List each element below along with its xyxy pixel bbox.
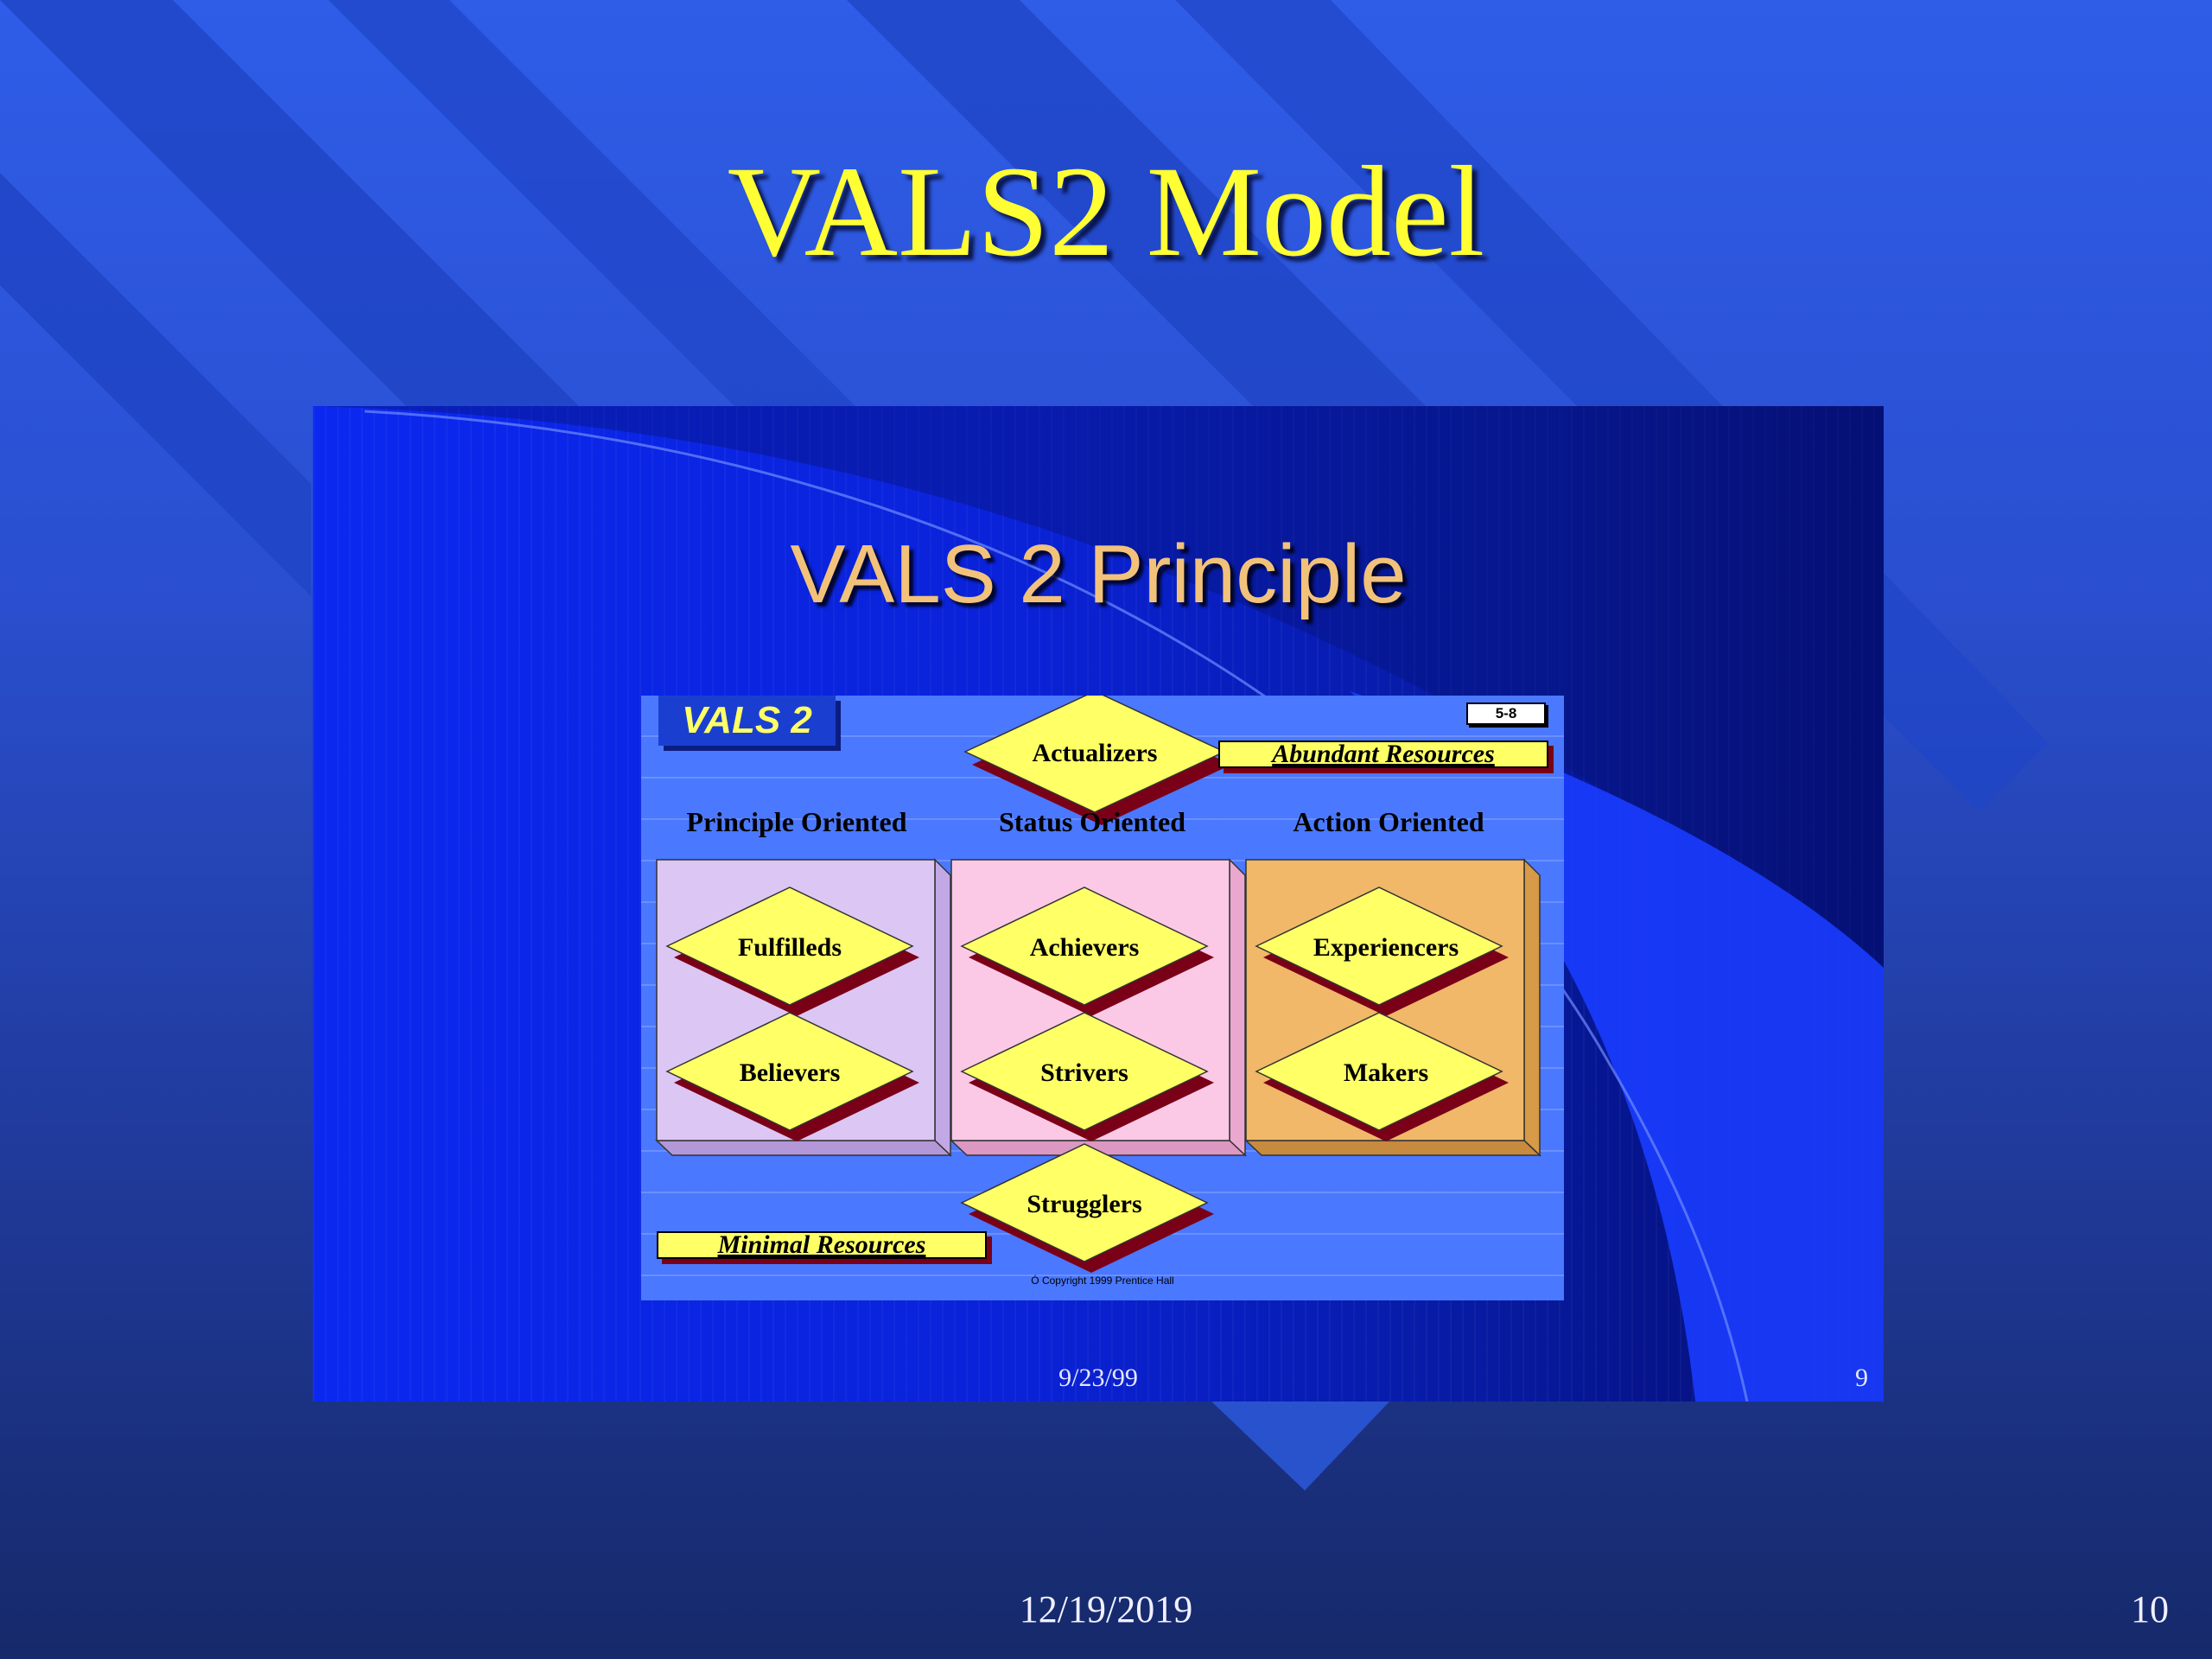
column-heading-principle: Principle Oriented bbox=[686, 806, 907, 837]
minimal-resources-label: Minimal Resources bbox=[657, 1231, 987, 1259]
slide-page-number: 10 bbox=[2131, 1588, 2169, 1630]
label-fulfilleds: Fulfilleds bbox=[738, 933, 842, 962]
diamond-actualizers: Actualizers bbox=[963, 696, 1231, 825]
label-believers: Believers bbox=[740, 1058, 841, 1087]
diamond-experiencers: Experiencers bbox=[1255, 887, 1509, 1016]
diamond-believers: Believers bbox=[665, 1012, 919, 1141]
column-heading-status: Status Oriented bbox=[999, 806, 1185, 837]
diagram-graphics: Actualizers Fulfilleds Believers Achieve… bbox=[655, 696, 1541, 1273]
diamond-strugglers: Strugglers bbox=[960, 1143, 1214, 1273]
embedded-slide-title: VALS 2 Principle bbox=[790, 528, 1407, 620]
label-makers: Makers bbox=[1344, 1058, 1428, 1087]
figure-reference: 5-8 bbox=[1466, 702, 1546, 725]
slide-date: 12/19/2019 bbox=[1019, 1588, 1193, 1630]
label-actualizers: Actualizers bbox=[1033, 739, 1158, 767]
embedded-slide-page-number: 9 bbox=[1855, 1363, 1868, 1392]
diamond-makers: Makers bbox=[1255, 1012, 1509, 1141]
label-experiencers: Experiencers bbox=[1313, 933, 1459, 962]
label-strugglers: Strugglers bbox=[1027, 1190, 1141, 1218]
slide-title: VALS2 Model bbox=[727, 140, 1485, 283]
column-heading-action: Action Oriented bbox=[1293, 806, 1484, 837]
diamond-achievers: Achievers bbox=[960, 887, 1214, 1016]
label-strivers: Strivers bbox=[1040, 1058, 1128, 1087]
abundant-resources-label: Abundant Resources bbox=[1218, 741, 1548, 768]
vals2-brand-label: VALS 2 bbox=[658, 696, 836, 746]
label-achievers: Achievers bbox=[1030, 933, 1140, 962]
copyright-notice: Ó Copyright 1999 Prentice Hall bbox=[1031, 1274, 1174, 1287]
diamond-fulfilleds: Fulfilleds bbox=[665, 887, 919, 1016]
diamond-strivers: Strivers bbox=[960, 1012, 1214, 1141]
embedded-slide-date: 9/23/99 bbox=[1058, 1363, 1138, 1392]
embedded-slide: VALS 2 Principle Actualizers bbox=[313, 406, 1884, 1402]
vals2-diagram: Actualizers Fulfilleds Believers Achieve… bbox=[641, 696, 1564, 1300]
